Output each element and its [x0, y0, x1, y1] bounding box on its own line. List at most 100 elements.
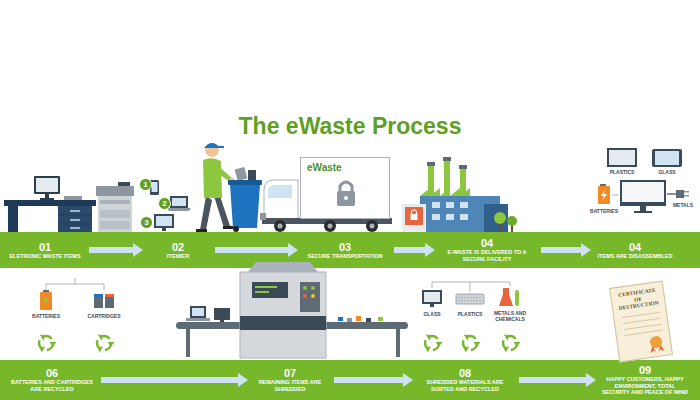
recycling-bin	[235, 167, 248, 181]
photocopier	[118, 182, 130, 186]
disassembled-parts	[684, 191, 689, 193]
step-number: 07	[252, 367, 328, 379]
shredder	[356, 316, 361, 321]
shredder	[240, 272, 326, 358]
photocopier	[100, 200, 130, 204]
office-desk	[4, 200, 96, 206]
batteries-and-cartridges	[43, 295, 49, 306]
step-description: E-WASTE IS DELIVERED TO A SECURE FACILIT…	[439, 249, 535, 262]
disassembled-parts	[634, 211, 652, 213]
recycling-bin	[228, 180, 262, 185]
certificate-art	[624, 324, 662, 329]
disassembled-parts	[607, 148, 637, 167]
office-desk	[70, 227, 80, 229]
sorted-materials	[458, 300, 482, 301]
worker	[214, 196, 230, 228]
secure-facility	[507, 216, 517, 226]
flow-arrow	[394, 247, 425, 253]
batteries-and-cartridges	[43, 290, 49, 292]
shredder	[347, 318, 352, 322]
disassembled-parts	[598, 186, 610, 204]
certificate-title: CERTIFICATE OF DESTRUCTION	[615, 286, 661, 311]
secure-facility	[459, 165, 467, 169]
office-desk	[8, 206, 18, 232]
shredder	[366, 318, 371, 322]
recycling-bin	[248, 170, 256, 180]
part-label: BATTERIES	[587, 208, 621, 214]
certificate-art	[625, 330, 663, 335]
step-box: 04E-WASTE IS DELIVERED TO A SECURE FACIL…	[437, 236, 537, 263]
office-desk	[70, 219, 80, 221]
step-number: 09	[600, 364, 690, 376]
step-number: 02	[147, 241, 209, 253]
shredder	[396, 329, 400, 357]
batteries-and-cartridges	[96, 332, 115, 352]
step-number: 01	[7, 241, 83, 253]
truck	[268, 185, 292, 198]
truck	[274, 220, 286, 232]
secure-facility	[484, 204, 508, 232]
secure-facility	[446, 202, 454, 208]
recycling-bin	[228, 167, 262, 232]
secure-facility	[402, 204, 426, 232]
ground-band	[0, 232, 700, 268]
part-label: CARTRIDGES	[84, 313, 124, 319]
certificate-art	[618, 307, 670, 357]
step-box: 04ITEMS ARE DISASSEMBLED	[593, 240, 677, 261]
sorted-materials	[502, 332, 521, 352]
step-box: 09HAPPY CUSTOMERS, HAPPY ENVIRONMENT, TO…	[598, 363, 692, 397]
step-box: 06BATTERIES AND CARTRIDGES ARE RECYCLED	[7, 366, 97, 393]
shredder	[248, 262, 318, 272]
part-label: METALS AND CHEMICALS	[490, 310, 530, 322]
shredder	[186, 318, 210, 321]
truck	[260, 213, 266, 220]
office-desk	[4, 200, 96, 232]
step-number: 03	[302, 241, 388, 253]
disassembled-parts	[612, 195, 619, 196]
part-label: BATTERIES	[28, 313, 64, 319]
recycling-bin	[230, 184, 260, 228]
sorted-materials	[456, 294, 484, 304]
badge-circle	[140, 179, 152, 191]
truck	[370, 224, 375, 229]
collected-devices	[150, 180, 191, 231]
flow-arrow	[541, 247, 581, 253]
collected-devices	[170, 196, 188, 208]
padlock-icon	[340, 182, 352, 192]
shredder	[186, 329, 190, 357]
disassembled-parts	[601, 190, 607, 201]
shredder	[214, 308, 230, 320]
badge-circle	[159, 198, 171, 210]
shredder	[252, 282, 288, 298]
collected-devices	[172, 198, 186, 206]
collected-devices	[167, 208, 191, 211]
desk-monitor	[34, 176, 60, 194]
step-description: ITEMS ARE DISASSEMBLED	[595, 253, 675, 260]
batteries-and-cartridges	[38, 332, 57, 352]
truck	[278, 224, 283, 229]
padlock-icon	[307, 176, 385, 212]
office-desk	[58, 206, 92, 232]
disassembled-parts	[620, 180, 666, 206]
step-box: 02ITEMIER	[145, 240, 211, 261]
photocopier	[100, 210, 130, 218]
padlock-icon	[337, 191, 355, 206]
truck	[366, 220, 378, 232]
certificate-art	[649, 335, 663, 349]
secure-facility	[446, 214, 454, 220]
badge-number: 3	[140, 216, 153, 229]
secure-facility	[405, 207, 423, 225]
secure-facility	[432, 202, 440, 208]
sorted-materials	[432, 282, 510, 292]
part-label: PLASTICS	[454, 311, 486, 317]
step-description: REMAINING ITEMS ARE SHREDDED	[252, 379, 328, 392]
flow-arrow	[334, 377, 403, 383]
shredder	[311, 294, 315, 298]
secure-facility	[427, 162, 435, 166]
truck-cargo-box: eWaste	[300, 157, 390, 219]
photocopier	[98, 196, 132, 232]
truck	[328, 224, 333, 229]
shredder	[378, 317, 383, 321]
disassembled-parts	[652, 149, 682, 167]
step-box: 07REMAINING ITEMS ARE SHREDDED	[250, 366, 330, 393]
